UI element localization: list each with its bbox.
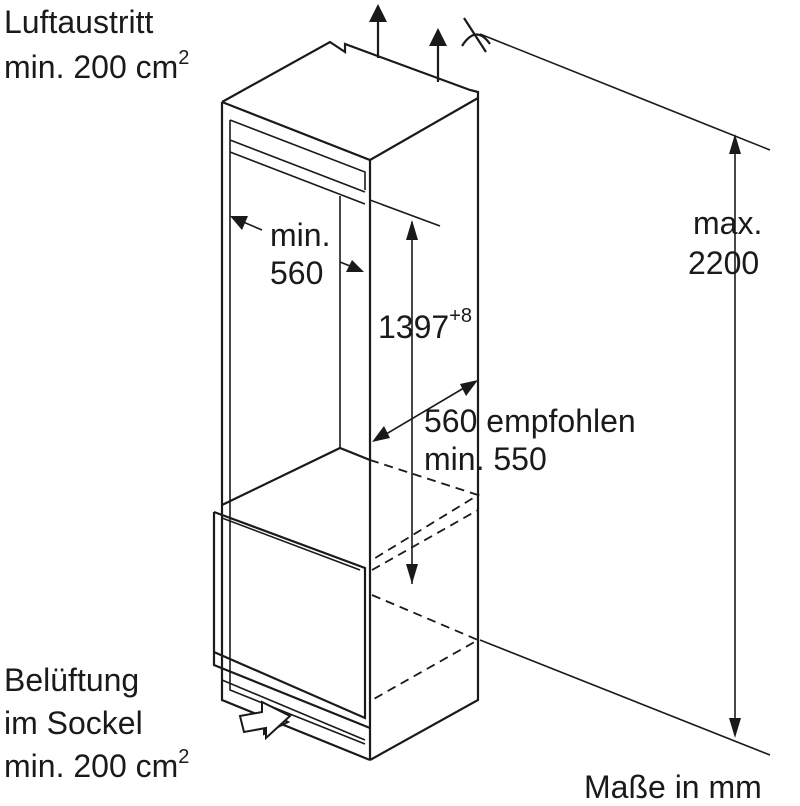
cabinet bbox=[212, 40, 481, 762]
limit-mark-icon bbox=[461, 17, 491, 53]
hidden-edge-1 bbox=[369, 459, 481, 561]
width-label-value: 560 bbox=[270, 255, 323, 291]
cabinet-top-shelf-2 bbox=[229, 151, 366, 205]
niche-height-label: 1397+8 bbox=[378, 305, 472, 345]
cabinet-inner-top bbox=[229, 119, 366, 190]
niche-height-tolerance: +8 bbox=[449, 305, 472, 327]
units-note: Maße in mm bbox=[584, 769, 762, 805]
max-height-dimension bbox=[479, 33, 771, 756]
depth-label-min: min. 550 bbox=[424, 441, 547, 477]
cabinet-top-front bbox=[221, 97, 479, 162]
cabinet-top-back bbox=[221, 40, 480, 761]
width-label-min: min. bbox=[270, 217, 330, 253]
max-height-value: 2200 bbox=[688, 245, 759, 281]
arrow-right-outline-icon bbox=[238, 700, 292, 741]
cabinet-top-shelf bbox=[229, 139, 366, 193]
niche-height-dimension bbox=[369, 199, 441, 584]
lower-panel-inner bbox=[221, 517, 361, 571]
max-height-label: max. bbox=[693, 205, 762, 241]
hidden-edge-2 bbox=[371, 509, 479, 571]
air-outlet-area: min. 200 cm2 bbox=[4, 47, 189, 85]
arrow-up-icon bbox=[369, 4, 447, 82]
plinth bbox=[212, 652, 371, 730]
middle-shelf bbox=[221, 446, 371, 506]
depth-dimension bbox=[372, 380, 478, 442]
ventilation-location: im Sockel bbox=[4, 705, 143, 741]
cabinet-inner-frame bbox=[229, 120, 366, 745]
hidden-edge-3 bbox=[371, 594, 481, 701]
depth-label-recommended: 560 empfohlen bbox=[424, 403, 636, 439]
width-dimension bbox=[230, 216, 364, 272]
lower-panel bbox=[212, 510, 367, 720]
plinth-gap bbox=[221, 679, 366, 741]
air-outlet-area-sup: 2 bbox=[178, 47, 189, 69]
ventilation-area-sup: 2 bbox=[178, 746, 189, 768]
ventilation-area: min. 200 cm2 bbox=[4, 746, 189, 784]
ventilation-title: Belüftung bbox=[4, 662, 139, 698]
cabinet-top-edge bbox=[220, 102, 371, 762]
air-outlet-title: Luftaustritt bbox=[4, 4, 154, 40]
